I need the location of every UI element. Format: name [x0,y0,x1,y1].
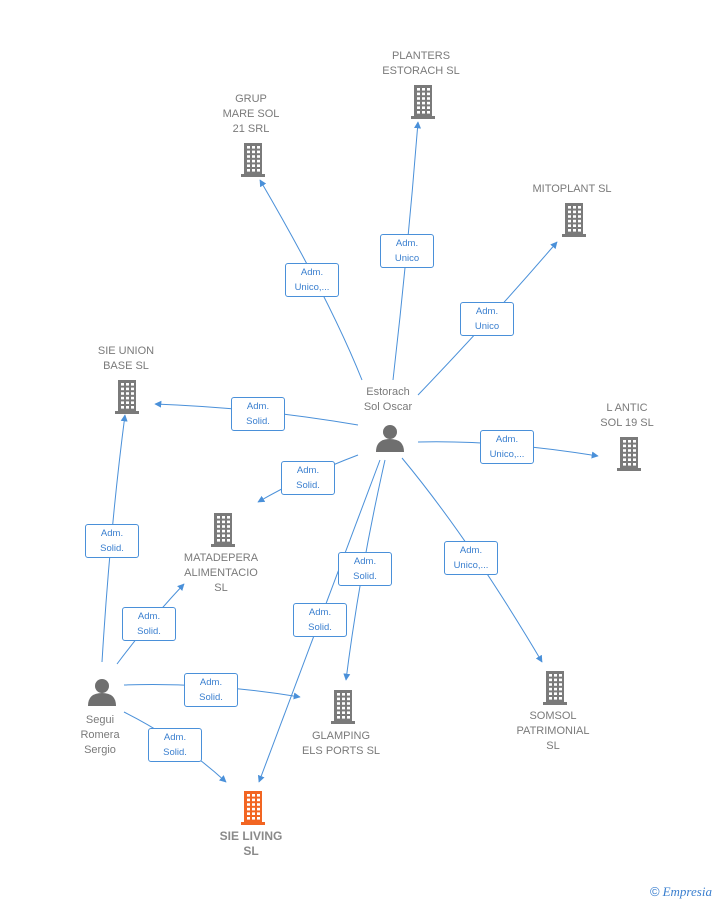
node-label-sieunion[interactable]: SIE UNION BASE SL [97,345,155,372]
building-icon-grup[interactable] [241,143,265,177]
brand-watermark: ©Empresia [650,884,712,900]
person-icon-segui[interactable] [88,679,116,706]
node-label-sieliving[interactable]: SIE LIVING SL [219,829,283,858]
edge-label-e7[interactable]: Adm. Unico,... [444,541,498,575]
node-label-mitoplant[interactable]: MITOPLANT SL [532,183,612,195]
edge-label-e6[interactable]: Adm. Solid. [281,461,335,495]
building-icon-somsol[interactable] [543,671,567,705]
person-icon-estorach[interactable] [376,425,404,452]
building-icon-matadepera[interactable] [211,513,235,547]
building-icon-glamping[interactable] [331,690,355,724]
building-icon-sieliving[interactable] [241,791,265,825]
node-label-grup[interactable]: GRUP MARE SOL 21 SRL [222,93,280,135]
edge-label-e10[interactable]: Adm. Solid. [85,524,139,558]
copyright-icon: © [650,884,660,899]
building-icon-sieunion[interactable] [115,380,139,414]
node-label-estorach[interactable]: Estorach Sol Oscar [363,386,413,413]
edge-label-e9[interactable]: Adm. Solid. [293,603,347,637]
building-icon-mitoplant[interactable] [562,203,586,237]
node-label-lantic[interactable]: L ANTIC SOL 19 SL [600,402,654,429]
edge-label-e5[interactable]: Adm. Unico,... [480,430,534,464]
edge-label-e3[interactable]: Adm. Unico [460,302,514,336]
node-label-somsol[interactable]: SOMSOL PATRIMONIAL SL [516,710,590,752]
node-label-planters[interactable]: PLANTERS ESTORACH SL [382,50,460,77]
edge-label-e13[interactable]: Adm. Solid. [148,728,202,762]
node-label-matadepera[interactable]: MATADEPERA ALIMENTACIO SL [183,552,259,594]
edge-label-e1[interactable]: Adm. Unico,... [285,263,339,297]
building-icon-lantic[interactable] [617,437,641,471]
edge-label-e12[interactable]: Adm. Solid. [184,673,238,707]
edge-label-e11[interactable]: Adm. Solid. [122,607,176,641]
building-icon-planters[interactable] [411,85,435,119]
node-label-glamping[interactable]: GLAMPING ELS PORTS SL [301,730,381,757]
brand-name: Empresia [662,884,712,899]
edge-label-e8[interactable]: Adm. Solid. [338,552,392,586]
edge-label-e4[interactable]: Adm. Solid. [231,397,285,431]
edge-label-e2[interactable]: Adm. Unico [380,234,434,268]
node-label-segui[interactable]: Segui Romera Sergio [80,714,120,756]
